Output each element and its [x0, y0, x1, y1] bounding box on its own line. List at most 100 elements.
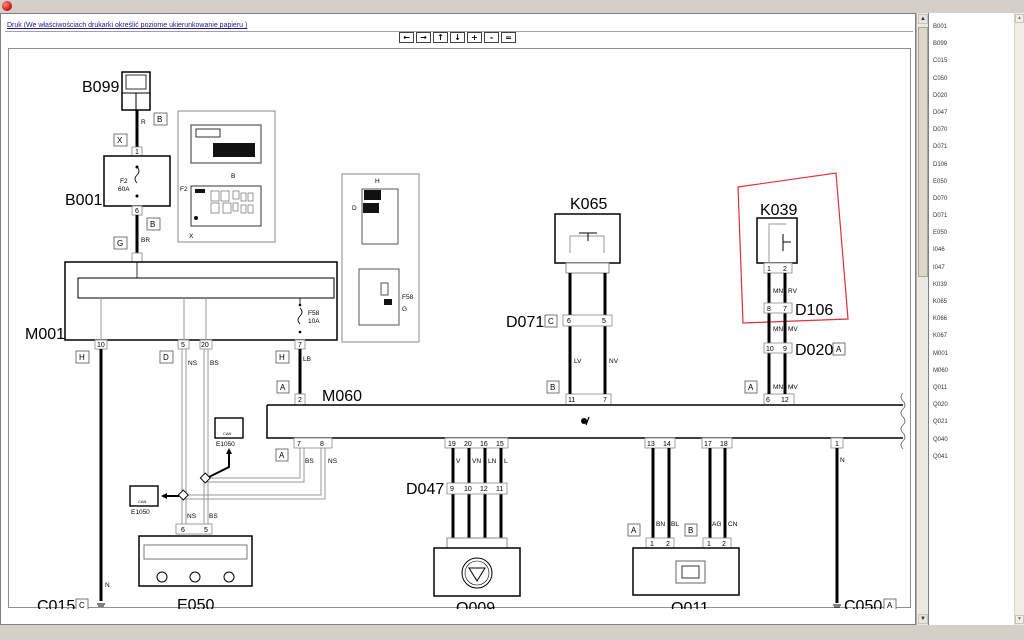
wire-color-label: AG [712, 521, 721, 528]
component-list-item[interactable]: D070 [933, 127, 948, 134]
label-c015: C015 [37, 598, 75, 609]
connector-letter: B [157, 115, 162, 124]
component-list-item[interactable]: K067 [933, 333, 948, 340]
can-node-e1050-a[interactable]: CAN E1050 [214, 417, 244, 448]
wiring-diagram[interactable]: .big { font-size: 16px; fill: #000; } .p… [8, 48, 911, 617]
component-list-item[interactable]: K066 [933, 316, 948, 323]
pin-label: 8 [320, 441, 324, 448]
pin-label: 10 [464, 486, 472, 493]
pin-label: 1 [650, 541, 654, 548]
label-k039: K039 [760, 202, 797, 219]
label-k065: K065 [570, 196, 607, 213]
connector-letter: B [688, 526, 693, 535]
component-k039[interactable]: K039 1 2 [756, 202, 798, 274]
relay-inset: H D F58 G [341, 173, 420, 343]
component-list-item[interactable]: K065 [933, 299, 948, 305]
component-list-item[interactable]: D071 [933, 144, 948, 151]
pan-up-button[interactable]: ↑ [433, 32, 448, 43]
zoom-reset-button[interactable]: = [501, 32, 516, 43]
component-k065[interactable]: K065 [554, 196, 621, 274]
component-list-item[interactable]: D047 [933, 109, 948, 116]
wire-color-label: V [456, 458, 461, 465]
component-list-item[interactable]: D106 [933, 161, 948, 168]
component-list-item[interactable]: I046 [933, 247, 945, 254]
wire-color-label: NS [328, 458, 338, 465]
connector-d047[interactable]: D047 9 10 12 11 [406, 481, 508, 498]
component-list-item[interactable]: B099 [933, 41, 948, 48]
wire-color-label: BN [656, 521, 665, 528]
component-list-item[interactable]: Q041 [933, 453, 948, 460]
component-list-item[interactable]: I047 [933, 264, 945, 271]
wire-color-label: MN [773, 326, 783, 333]
close-icon[interactable] [2, 1, 12, 11]
scroll-up-arrow[interactable]: ▲ [918, 14, 928, 24]
component-list-item[interactable]: M001 [933, 350, 949, 357]
component-q009[interactable]: Q009 [433, 537, 521, 617]
component-q011[interactable]: 1 2 1 2 Q011 [632, 537, 740, 617]
component-list-item[interactable]: K039 [933, 281, 948, 288]
component-list-item[interactable]: Q011 [933, 384, 948, 391]
diagram-toolbar: ← → ↑ ↓ + - = [399, 32, 516, 43]
list-scroll-down-arrow[interactable]: ▼ [1015, 615, 1024, 624]
wire-color-label: MV [788, 384, 798, 391]
pin-label: 14 [663, 441, 671, 448]
pan-right-button[interactable]: → [416, 32, 431, 43]
pan-down-button[interactable]: ↓ [450, 32, 465, 43]
wire-color-label: LN [488, 458, 497, 465]
connector-letter: B [550, 383, 555, 392]
pin-label: 17 [704, 441, 712, 448]
component-list-item[interactable]: E050 [933, 178, 948, 185]
print-link[interactable]: Druk (We właściwościach drukarki określi… [7, 22, 248, 29]
pin-label: 10 [97, 342, 105, 349]
pin-label: 2 [298, 397, 302, 404]
connector-d106[interactable]: 8 7 D106 [763, 302, 833, 319]
connector-letter: A [836, 345, 842, 354]
component-list-item[interactable]: Q021 [933, 419, 948, 426]
junction [177, 489, 189, 501]
component-list-item[interactable]: C015 [933, 58, 948, 65]
connector-d020[interactable]: 10 9 D020 A [763, 342, 846, 359]
fuse-rating: 60A [118, 186, 130, 193]
connector-d071[interactable]: D071 C 6 5 [506, 314, 613, 331]
component-b099[interactable]: B099 [82, 71, 151, 111]
component-m001[interactable]: F58 10A M001 10 5 20 7 [25, 252, 338, 350]
pan-left-button[interactable]: ← [399, 32, 414, 43]
divider [5, 31, 913, 32]
label-c050: C050 [844, 598, 882, 609]
pin-label: 1 [135, 149, 139, 156]
label-d106: D106 [795, 302, 833, 319]
component-e050[interactable]: 6 5 E050 [138, 523, 253, 614]
zoom-in-button[interactable]: + [467, 32, 482, 43]
component-list-item[interactable]: C050 [933, 75, 948, 82]
pin-label: 2 [722, 541, 726, 548]
component-list-item[interactable]: D020 [933, 92, 948, 99]
pin-label: 7 [298, 342, 302, 349]
component-list-item[interactable]: Q040 [933, 436, 948, 443]
wire-color-label: BS [210, 360, 219, 367]
scroll-thumb[interactable] [918, 27, 928, 277]
connector-letter: A [279, 451, 285, 460]
zoom-out-button[interactable]: - [484, 32, 499, 43]
scroll-down-arrow[interactable]: ▼ [918, 614, 928, 624]
inset-label: H [375, 178, 380, 185]
list-scroll-up-arrow[interactable]: ▲ [1015, 14, 1024, 23]
component-list-item[interactable]: D071 [933, 213, 948, 220]
connector-letter: D [163, 353, 169, 362]
component-list-item[interactable]: B001 [933, 24, 948, 30]
component-list-item[interactable]: E050 [933, 230, 948, 237]
component-list-item[interactable]: Q020 [933, 402, 948, 409]
connector-b [146, 217, 161, 231]
pin-label: 16 [480, 441, 488, 448]
component-list-item[interactable]: D070 [933, 195, 948, 202]
component-m060[interactable]: M060 2 11 7 6 12 7 8 19 20 16 15 13 14 1… [266, 388, 906, 450]
component-list-item[interactable]: M060 [933, 367, 949, 374]
list-scrollbar[interactable]: ▲ ▼ [1014, 13, 1024, 625]
can-node-e1050-b[interactable]: CAN E1050 [129, 485, 159, 516]
connector-letter: A [631, 526, 637, 535]
label-m060: M060 [322, 388, 362, 405]
connector-b [153, 112, 168, 126]
diagram-scrollbar[interactable]: ▲ ▼ [916, 13, 928, 625]
fuse-label: F2 [120, 178, 128, 185]
can-label: CAN [223, 431, 232, 436]
component-b001[interactable]: 1 F2 60A 6 B001 [65, 146, 171, 216]
